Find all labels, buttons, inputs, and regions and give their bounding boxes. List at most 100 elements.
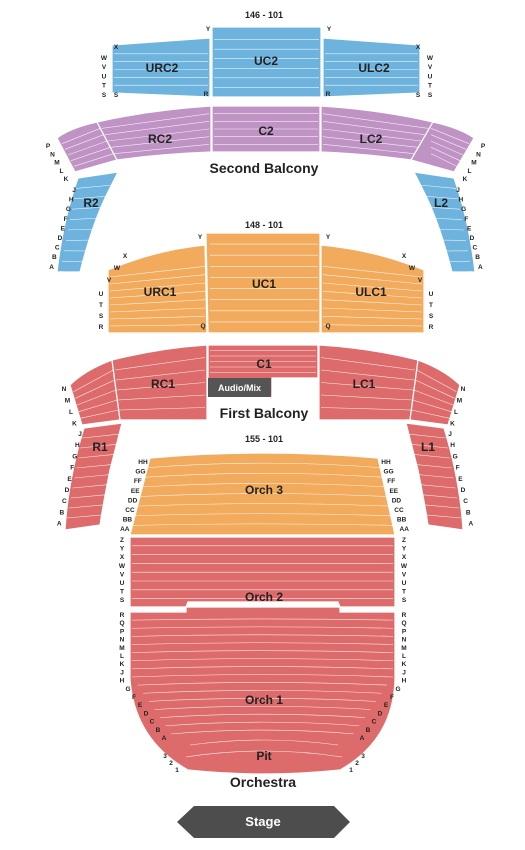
row-label: D [144, 710, 149, 717]
row-label: F [132, 694, 136, 701]
row-line [76, 389, 117, 406]
row-label: L [454, 409, 458, 416]
section-label-urc1[interactable]: URC1 [144, 285, 177, 299]
row-label: G [395, 686, 400, 693]
section-label-pit[interactable]: Pit [256, 749, 271, 763]
section-rc2[interactable] [96, 105, 212, 161]
row-line [139, 493, 387, 497]
row-label: E [61, 225, 66, 232]
row-line [430, 134, 467, 150]
row-label: R [99, 324, 104, 331]
row-label: HH [381, 459, 391, 466]
section-label-lc2[interactable]: LC2 [360, 132, 383, 146]
section-urc2[interactable] [111, 37, 211, 98]
row-line [428, 217, 463, 220]
row-line [131, 626, 394, 629]
section-r1[interactable] [64, 422, 123, 531]
section-label-r1[interactable]: R1 [92, 440, 108, 454]
section-r2[interactable] [56, 171, 120, 273]
row-line [142, 483, 385, 488]
row-label: P [481, 143, 486, 150]
row-line [75, 379, 115, 399]
section-label-ulc1[interactable]: ULC1 [355, 285, 387, 299]
row-label: G [125, 686, 130, 693]
section-label-rc2[interactable]: RC2 [148, 132, 172, 146]
section-label-urc2[interactable]: URC2 [146, 61, 179, 75]
row-line [430, 128, 470, 144]
section-l2[interactable] [412, 171, 476, 273]
row-line [101, 113, 210, 129]
row-line [444, 271, 473, 274]
upper-first-seat-range: 148 - 101 [245, 220, 283, 230]
row-line [322, 307, 423, 313]
row-label: M [457, 398, 462, 405]
row-label: B [466, 509, 471, 516]
section-label-l1[interactable]: L1 [421, 440, 435, 454]
row-line [131, 634, 394, 637]
row-label: FF [387, 478, 395, 485]
section-uc1[interactable] [205, 232, 321, 334]
row-line [109, 324, 206, 327]
row-label: Z [120, 537, 124, 544]
row-label: L [402, 653, 406, 660]
section-label-uc2[interactable]: UC2 [254, 54, 278, 68]
row-label: EE [131, 488, 140, 495]
row-label: S [402, 597, 407, 604]
row-line [137, 682, 388, 686]
row-line [109, 282, 206, 292]
row-label: G [453, 453, 458, 460]
section-label-rc1[interactable]: RC1 [151, 377, 175, 391]
section-label-r2[interactable]: R2 [83, 196, 99, 210]
row-label: B [475, 254, 480, 261]
row-line [154, 705, 371, 710]
section-label-c1[interactable]: C1 [256, 357, 272, 371]
section-label-uc1[interactable]: UC1 [252, 277, 276, 291]
row-line [61, 128, 101, 144]
row-label: R [326, 91, 331, 98]
section-label-ulc2[interactable]: ULC2 [358, 61, 390, 75]
first-balcony-title: First Balcony [220, 405, 309, 421]
row-label: F [456, 465, 460, 472]
section-label-orch1[interactable]: Orch 1 [245, 693, 283, 707]
row-line [415, 379, 455, 399]
row-label: J [448, 431, 452, 438]
section-l1[interactable] [405, 422, 464, 531]
row-label: E [458, 476, 463, 483]
row-line [160, 713, 365, 718]
row-label: S [428, 92, 433, 99]
row-line [80, 443, 118, 449]
row-line [143, 690, 382, 694]
row-label: F [464, 216, 468, 223]
row-label: V [402, 571, 407, 578]
section-lc1-wing[interactable] [409, 359, 461, 426]
section-rc1[interactable] [111, 344, 208, 421]
row-label: P [120, 628, 125, 635]
row-line [137, 503, 389, 507]
section-label-lc1[interactable]: LC1 [353, 377, 376, 391]
section-uc2[interactable] [211, 26, 322, 98]
row-line [416, 474, 454, 479]
row-label: BB [397, 517, 407, 524]
row-label: A [478, 264, 483, 271]
row-line [171, 729, 354, 735]
section-label-orch3[interactable]: Orch 3 [245, 483, 283, 497]
section-label-c2[interactable]: C2 [258, 124, 274, 138]
row-line [425, 514, 462, 519]
row-line [421, 494, 458, 499]
row-label: P [402, 628, 407, 635]
row-label: K [402, 661, 407, 668]
row-line [422, 195, 459, 200]
row-line [322, 121, 425, 135]
section-ulc2[interactable] [322, 37, 421, 98]
row-label: V [120, 571, 125, 578]
row-label: S [99, 313, 104, 320]
row-label: T [402, 589, 406, 596]
section-label-l2[interactable]: L2 [434, 196, 448, 210]
row-label: Q [401, 620, 406, 627]
section-label-orch2[interactable]: Orch 2 [245, 590, 283, 604]
row-line [67, 140, 108, 156]
row-line [410, 443, 448, 449]
section-lc2-wing[interactable] [410, 121, 475, 173]
row-label: X [402, 253, 407, 260]
row-label: D [461, 487, 466, 494]
